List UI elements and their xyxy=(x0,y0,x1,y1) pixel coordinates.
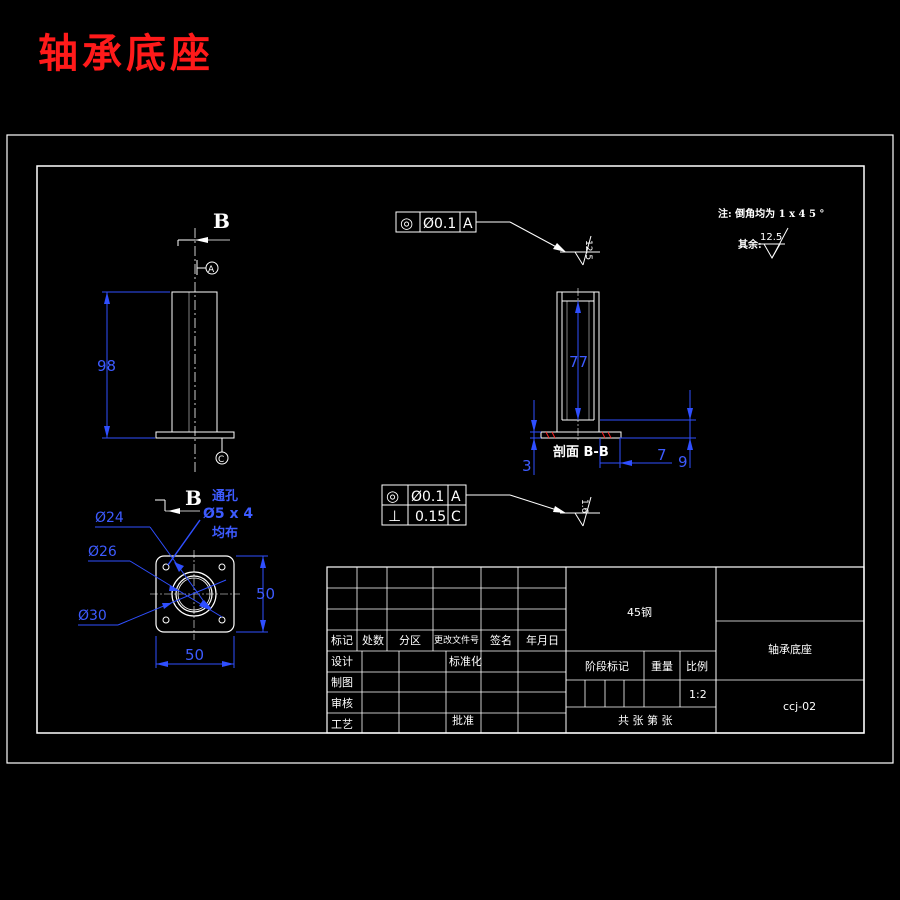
rev-header-sign: 签名 xyxy=(490,633,512,647)
rev-header-mark: 标记 xyxy=(331,633,353,647)
hole-note-through: 通孔 xyxy=(212,488,238,504)
section-view: ◎ Ø0.1 A 12.5 77 9 xyxy=(381,211,696,527)
dia-26-label: Ø26 xyxy=(88,544,117,560)
left-height-dim: 98 xyxy=(97,357,116,375)
tol-bot1-symbol: ◎ xyxy=(386,487,399,505)
plan-width-dim: 50 xyxy=(185,646,204,664)
tol-top-symbol: ◎ xyxy=(400,214,413,232)
sheet-count: 共 张 第 张 xyxy=(618,713,673,727)
plan-height-dim: 50 xyxy=(256,585,275,603)
tol-bot1-datum: A xyxy=(451,489,461,505)
weight-label: 重量 xyxy=(651,659,673,673)
hole-note-even: 均布 xyxy=(212,525,238,541)
outer-frame xyxy=(6,134,894,764)
rough-bottom: 1.6 xyxy=(579,499,589,514)
datum-a-label: A xyxy=(208,265,215,275)
dim-3: 3 xyxy=(522,457,532,475)
inner-frame xyxy=(36,165,865,734)
datum-c-label: C xyxy=(218,455,224,465)
row-draw: 制图 xyxy=(331,676,353,689)
tol-bot2-value: 0.15 xyxy=(415,509,446,525)
left-view: B A C 98 xyxy=(97,209,235,472)
part-name: 轴承底座 xyxy=(768,642,812,656)
other-roughness-label: 其余: xyxy=(738,238,762,251)
scale-value: 1:2 xyxy=(689,688,707,701)
tol-top-datum: A xyxy=(463,216,473,232)
rough-top: 12.5 xyxy=(583,240,593,260)
title-block: 标记 处数 分区 更改文件号 签名 年月日 设计 制图 审核 工艺 标准化 批准… xyxy=(326,566,865,734)
drawing-title: 轴承底座 xyxy=(38,30,214,77)
plan-view: B 通孔 Ø5 x 4 均布 Ø24 Ø26 Ø30 xyxy=(78,486,275,668)
chamfer-note: 注: 倒角均为 1 x 4 5 ° xyxy=(718,207,824,220)
dim-7: 7 xyxy=(657,446,667,464)
hole-note-size: Ø5 x 4 xyxy=(203,506,253,522)
tol-top-value: Ø0.1 xyxy=(423,216,456,232)
row-design: 设计 xyxy=(331,655,353,668)
left-section-mark: B xyxy=(213,209,230,233)
dia-30-label: Ø30 xyxy=(78,608,107,624)
row-approve: 批准 xyxy=(452,713,474,727)
material: 45钢 xyxy=(627,606,652,619)
dim-9: 9 xyxy=(678,453,688,471)
other-roughness-value: 12.5 xyxy=(760,232,782,243)
row-process: 工艺 xyxy=(331,718,353,731)
rev-header-date: 年月日 xyxy=(526,633,559,647)
general-notes: 注: 倒角均为 1 x 4 5 ° 其余: 12.5 xyxy=(718,207,824,260)
rev-header-zone: 分区 xyxy=(399,634,421,647)
rev-header-doc: 更改文件号 xyxy=(434,634,479,646)
stage-label: 阶段标记 xyxy=(585,659,629,673)
section-height-dim: 77 xyxy=(569,353,588,371)
tol-bot1-value: Ø0.1 xyxy=(411,489,444,505)
rev-header-count: 处数 xyxy=(362,634,384,647)
dia-24-label: Ø24 xyxy=(95,510,124,526)
tol-bot2-datum: C xyxy=(451,509,461,525)
tol-bot2-symbol: ⊥ xyxy=(388,507,401,525)
drawing-number: ccj-02 xyxy=(783,700,816,713)
row-check: 审核 xyxy=(331,696,353,710)
plan-section-mark: B xyxy=(185,486,202,510)
row-standardize: 标准化 xyxy=(449,654,482,668)
scale-label: 比例 xyxy=(686,659,708,673)
section-label: 剖面 B-B xyxy=(553,444,609,460)
